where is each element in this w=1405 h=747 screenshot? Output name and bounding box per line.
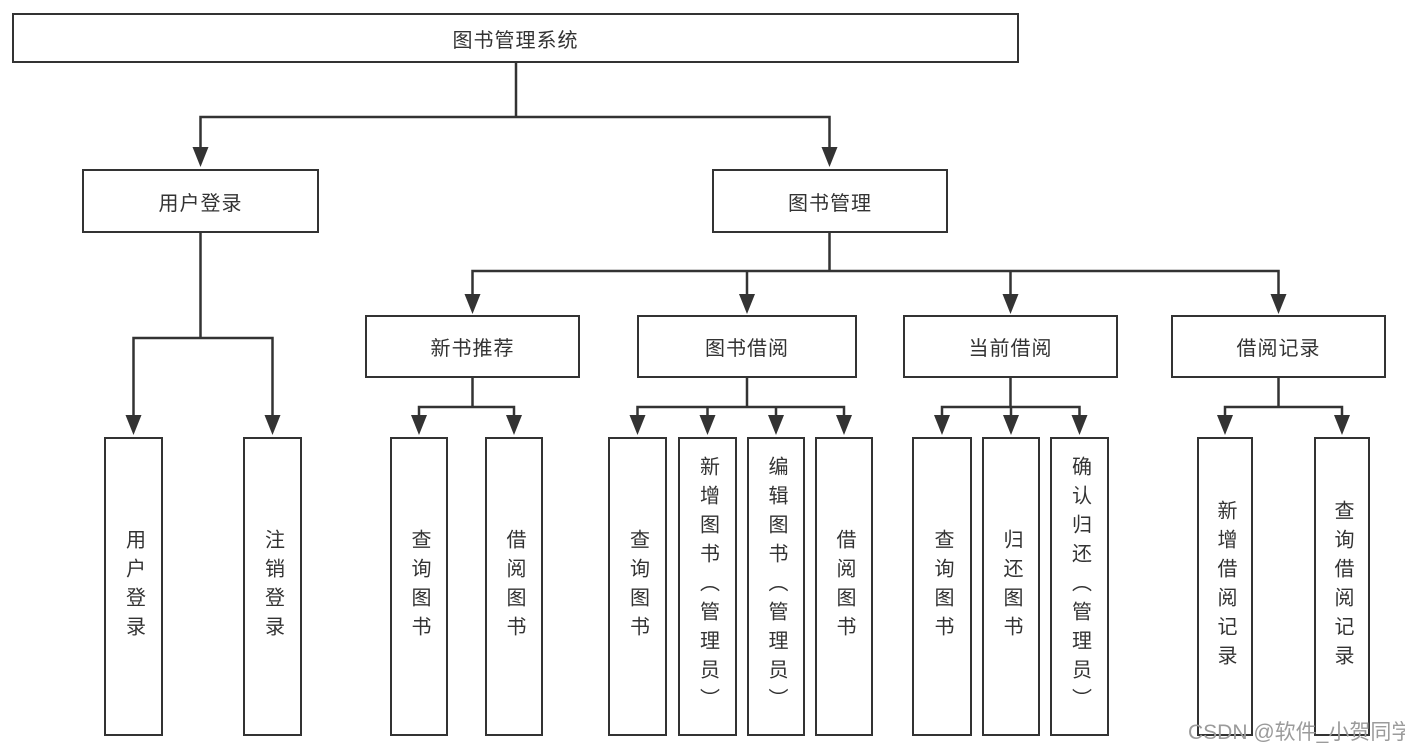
node-leaf-borrow-books: 借阅图书 — [815, 437, 873, 736]
node-leaf-user-login-label: 用户登录 — [122, 528, 145, 645]
node-user-login-label: 用户登录 — [158, 192, 243, 215]
node-leaf-add-borrow-record-label: 新增借阅记录 — [1214, 499, 1236, 674]
node-leaf-borrow-books-rec-label: 借阅图书 — [503, 528, 525, 645]
node-leaf-return-books: 归还图书 — [982, 437, 1040, 736]
node-leaf-user-login: 用户登录 — [104, 437, 163, 736]
node-leaf-add-books-admin: 新增图书（管理员） — [678, 437, 737, 736]
node-book-management-label: 图书管理 — [788, 192, 872, 215]
node-leaf-query-books-borrow-label: 查询图书 — [626, 528, 649, 645]
node-user-login: 用户登录 — [82, 169, 319, 233]
node-leaf-query-books-borrow: 查询图书 — [608, 437, 667, 736]
node-leaf-logout: 注销登录 — [243, 437, 302, 736]
node-current-borrow-label: 当前借阅 — [968, 338, 1053, 360]
node-leaf-query-books-rec-label: 查询图书 — [408, 528, 430, 645]
node-leaf-add-borrow-record: 新增借阅记录 — [1197, 437, 1253, 736]
node-new-book-recommend: 新书推荐 — [365, 315, 580, 378]
node-leaf-confirm-return-admin-label: 确认归还（管理员） — [1068, 456, 1091, 717]
node-root: 图书管理系统 — [12, 13, 1019, 63]
node-borrow-record-label: 借阅记录 — [1236, 338, 1321, 360]
csdn-watermark: CSDN @软件_小贺同学 — [1188, 721, 1405, 744]
node-book-borrow: 图书借阅 — [637, 315, 857, 378]
node-leaf-edit-books-admin: 编辑图书（管理员） — [747, 437, 805, 736]
node-leaf-borrow-books-rec: 借阅图书 — [485, 437, 543, 736]
node-leaf-borrow-books-label: 借阅图书 — [833, 528, 855, 645]
node-leaf-query-books-current-label: 查询图书 — [931, 528, 953, 645]
node-leaf-query-books-current: 查询图书 — [912, 437, 972, 736]
node-book-borrow-label: 图书借阅 — [705, 338, 789, 360]
node-leaf-add-books-admin-label: 新增图书（管理员） — [696, 456, 719, 717]
node-book-management: 图书管理 — [712, 169, 948, 233]
node-leaf-query-books-rec: 查询图书 — [390, 437, 448, 736]
node-leaf-query-borrow-record-label: 查询借阅记录 — [1331, 499, 1353, 674]
node-current-borrow: 当前借阅 — [903, 315, 1118, 378]
node-root-label: 图书管理系统 — [452, 29, 579, 52]
node-leaf-confirm-return-admin: 确认归还（管理员） — [1050, 437, 1109, 736]
node-borrow-record: 借阅记录 — [1171, 315, 1386, 378]
node-new-book-recommend-label: 新书推荐 — [430, 338, 515, 360]
node-leaf-logout-label: 注销登录 — [261, 528, 284, 645]
node-leaf-return-books-label: 归还图书 — [1000, 528, 1022, 645]
node-leaf-edit-books-admin-label: 编辑图书（管理员） — [765, 456, 787, 717]
node-leaf-query-borrow-record: 查询借阅记录 — [1314, 437, 1370, 736]
